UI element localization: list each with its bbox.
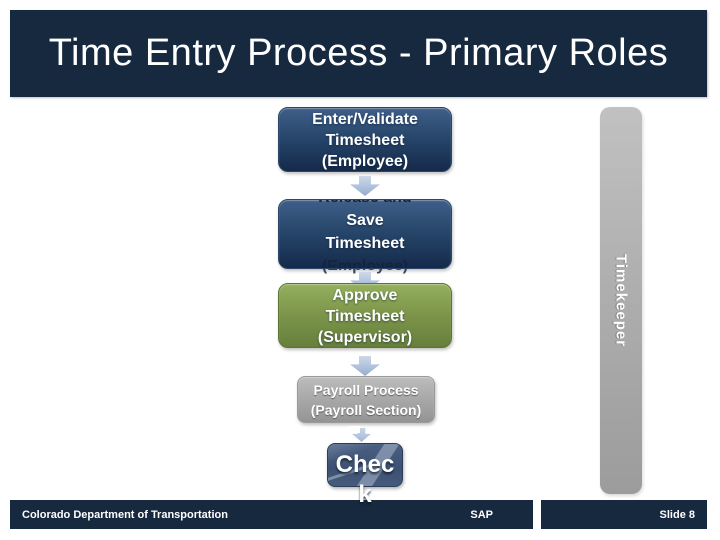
flow-step-line: (Supervisor) <box>317 329 413 346</box>
footer-system-label: SAP <box>470 508 493 521</box>
footer-organization: Colorado Department of Transportation <box>22 508 228 521</box>
flow-step-line: Release and <box>279 200 451 208</box>
overflow-text-ghost: (Employee) <box>278 269 452 278</box>
down-arrow-icon <box>350 176 380 196</box>
flow-step-line: (Payroll Section) <box>310 402 422 418</box>
footer-bar: Colorado Department of Transportation SA… <box>10 500 533 529</box>
paycheck-image: Chec <box>327 443 403 487</box>
flow-step-line: Save <box>346 212 384 229</box>
flow-step-line: Enter/Validate <box>312 111 418 128</box>
flow-step-line: Timesheet <box>325 235 405 252</box>
flow-step-release-save-timesheet: Release and Save Timesheet (Employee) <box>278 199 452 269</box>
flow-step-approve-timesheet: Approve Timesheet (Supervisor) <box>278 283 452 348</box>
slide-title: Time Entry Process - Primary Roles <box>48 32 669 74</box>
flow-step-line: (Employee) <box>321 258 409 269</box>
flow-step-enter-validate-timesheet: Enter/Validate Timesheet (Employee) <box>278 107 452 172</box>
flow-step-line: Payroll Process <box>313 382 419 398</box>
timekeeper-sidebar: Timekeeper <box>600 107 642 494</box>
footer-slide-number-bar: Slide 8 <box>541 500 707 529</box>
check-label-overflow: k <box>358 481 372 508</box>
flow-step-payroll-process: Payroll Process (Payroll Section) <box>297 376 435 423</box>
flow-step-line: Timesheet <box>325 132 405 149</box>
flow-step-line: Timesheet <box>325 308 405 325</box>
slide-title-bar: Time Entry Process - Primary Roles <box>10 10 707 97</box>
down-arrow-icon <box>350 356 380 376</box>
flow-step-line: Approve <box>332 287 398 304</box>
timekeeper-label: Timekeeper <box>612 253 630 348</box>
slide-number: Slide 8 <box>659 508 695 521</box>
arrow-overlap-mask <box>348 426 360 433</box>
check-label-line: Chec <box>335 451 395 478</box>
flow-step-line: (Employee) <box>321 153 409 170</box>
